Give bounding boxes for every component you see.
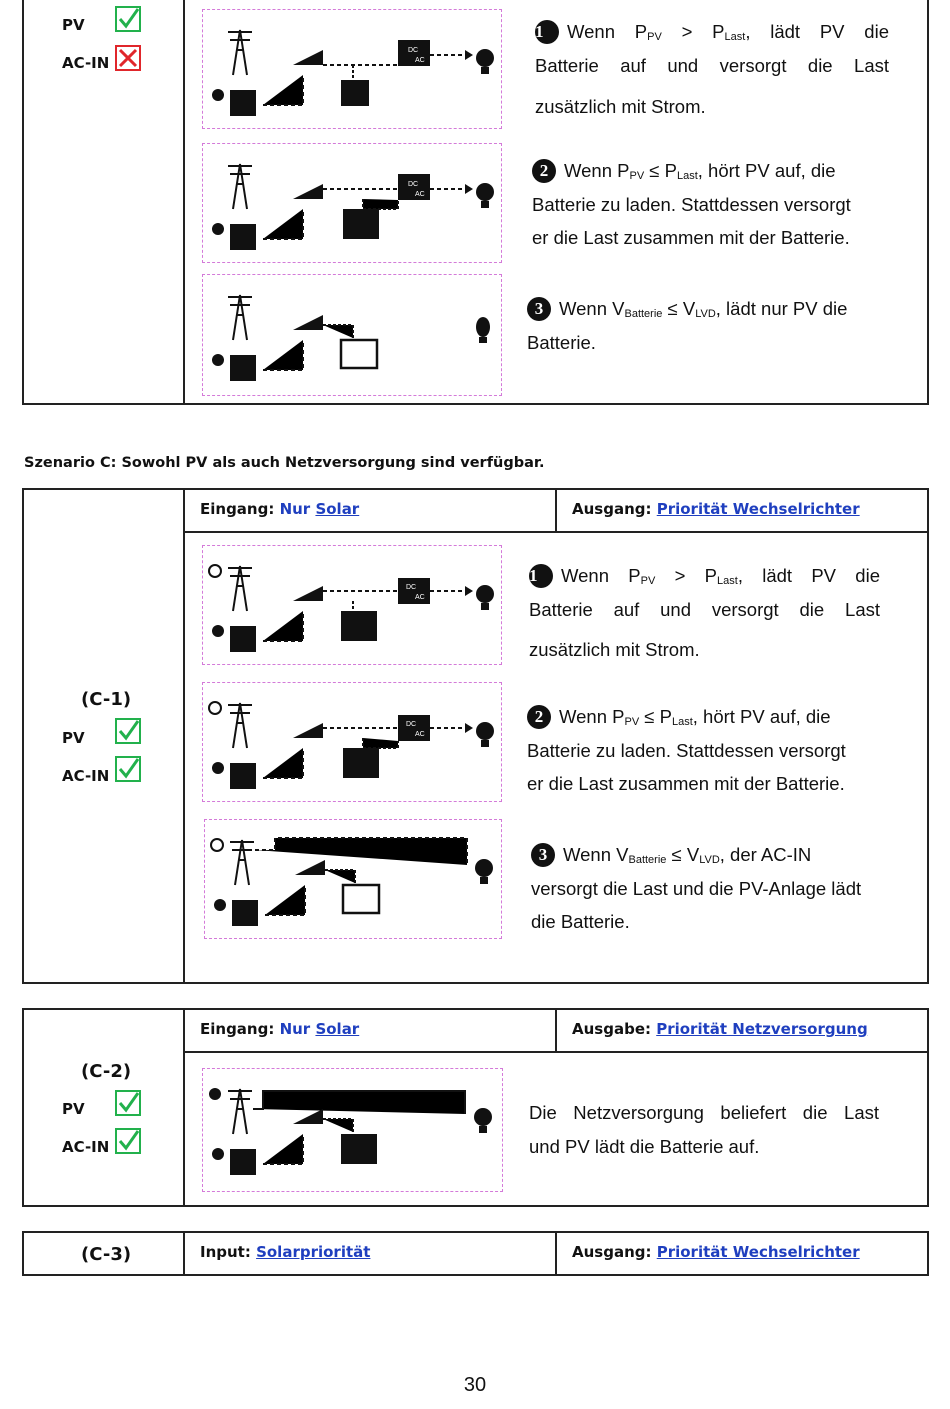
output-link[interactable]: Priorität Wechselrichter (656, 500, 860, 518)
step-number: 1 (529, 564, 553, 588)
table-divider (183, 489, 185, 983)
acin-label: AC-IN (62, 1138, 110, 1156)
acin-label: AC-IN (62, 54, 110, 72)
step-text: zusätzlich mit Strom. (529, 639, 700, 660)
step-number: 3 (527, 297, 551, 321)
table-divider (555, 1232, 557, 1275)
svg-text:DC: DC (408, 181, 418, 188)
flow-diagram (204, 819, 502, 939)
input-link[interactable]: Solar (315, 500, 360, 518)
output-header: Ausgabe: Priorität Netzversorgung (572, 1020, 868, 1038)
input-link[interactable]: Solarpriorität (256, 1243, 371, 1261)
c1-table (22, 488, 929, 984)
svg-text:AC: AC (415, 731, 425, 738)
c2-text: und PV lädt die Batterie auf. (529, 1136, 760, 1157)
svg-text:DC: DC (406, 584, 416, 591)
output-header: Ausgang: Priorität Wechselrichter (572, 1243, 860, 1261)
step-number: 2 (532, 159, 556, 183)
table-divider (183, 1009, 185, 1206)
table-divider (555, 1009, 557, 1053)
acin-label: AC-IN (62, 767, 110, 785)
check-icon (115, 1128, 141, 1154)
check-icon (115, 6, 141, 32)
page-number: 30 (463, 1374, 487, 1396)
svg-text:AC: AC (415, 191, 425, 198)
table-divider (184, 531, 928, 533)
output-link[interactable]: Priorität Wechselrichter (656, 1243, 860, 1261)
check-icon (115, 718, 141, 744)
input-header: Eingang: Nur Solar (200, 1020, 360, 1038)
step-number: 3 (531, 843, 555, 867)
scenario-b-table (22, 0, 929, 405)
flow-diagram: DC AC (202, 682, 502, 802)
table-divider (183, 1232, 185, 1275)
check-icon (115, 1090, 141, 1116)
svg-text:DC: DC (406, 721, 416, 728)
scenario-id: (C-2) (81, 1061, 132, 1082)
input-link[interactable]: Solar (315, 1020, 360, 1038)
scenario-id: (C-1) (81, 689, 132, 710)
step-text: zusätzlich mit Strom. (535, 96, 706, 117)
pv-label: PV (62, 1100, 85, 1118)
c2-text: Die Netzversorgung beliefert die Last (529, 1102, 879, 1123)
table-divider (555, 489, 557, 533)
step-number: 1 (535, 20, 559, 44)
svg-text:DC: DC (408, 47, 418, 54)
pv-label: PV (62, 729, 85, 747)
c2-table (22, 1008, 929, 1207)
svg-text:AC: AC (415, 594, 425, 601)
c3-table (22, 1231, 929, 1276)
output-link[interactable]: Priorität Netzversorgung (656, 1020, 868, 1038)
svg-text:AC: AC (415, 57, 425, 64)
step-number: 2 (527, 705, 551, 729)
input-header: Input: Solarpriorität (200, 1243, 371, 1261)
cross-icon (115, 45, 141, 71)
flow-diagram (202, 1068, 503, 1192)
output-header: Ausgang: Priorität Wechselrichter (572, 500, 860, 518)
input-header: Eingang: Nur Solar (200, 500, 360, 518)
flow-diagram: DC AC (202, 545, 502, 665)
section-caption: Szenario C: Sowohl PV als auch Netzverso… (24, 455, 545, 471)
flow-diagram: DC AC (202, 9, 502, 129)
table-divider (184, 1051, 928, 1053)
table-divider (183, 0, 185, 404)
scenario-id: (C-3) (81, 1244, 132, 1265)
flow-diagram: DC AC (202, 143, 502, 263)
flow-diagram (202, 274, 502, 396)
pv-label: PV (62, 16, 85, 34)
check-icon (115, 756, 141, 782)
